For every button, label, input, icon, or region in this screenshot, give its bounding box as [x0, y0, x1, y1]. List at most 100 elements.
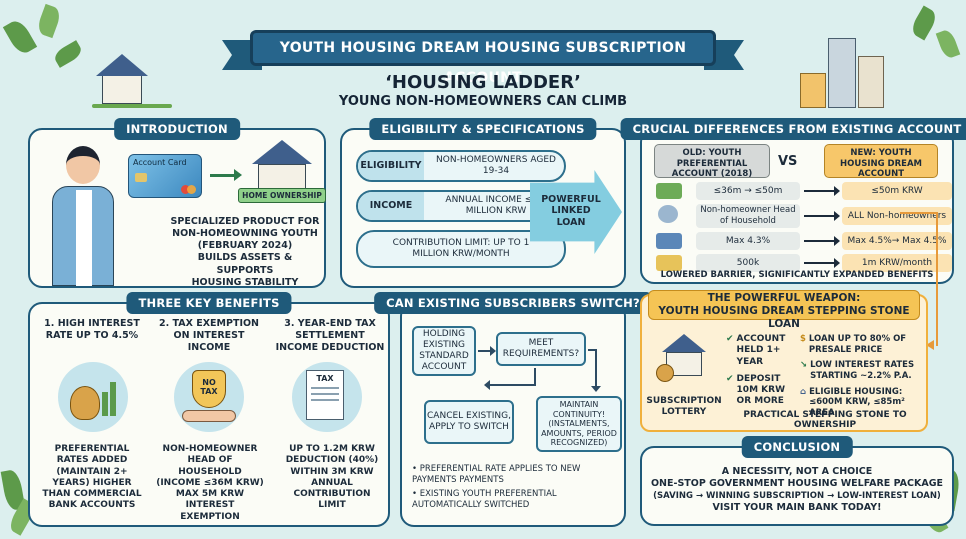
conclusion-line: A NECESSITY, NOT A CHOICE: [721, 466, 873, 477]
person-illustration: [38, 146, 128, 286]
account-card-label: Account Card: [133, 158, 187, 167]
diff-new-value: Max 4.5%→ Max 4.5%: [842, 232, 952, 250]
check-icon: ✔: [726, 373, 734, 384]
eligibility-card: ELIGIBILITY & SPECIFICATIONS ELIGIBILITY…: [340, 118, 626, 288]
diff-old-value: Max 4.3%: [696, 232, 800, 250]
arrow-right-icon: [804, 236, 840, 246]
income-label: INCOME: [358, 192, 424, 220]
maintain-continuity-box: MAINTAIN CONTINUITY! (INSTALMENTS, AMOUN…: [536, 396, 622, 452]
vs-label: VS: [778, 154, 798, 169]
conclusion-line: ONE-STOP GOVERNMENT HOUSING WELFARE PACK…: [650, 478, 943, 490]
chart-up-icon: [656, 233, 682, 249]
benefit-3-title: 3. YEAR-END TAX SETTLEMENT INCOME DEDUCT…: [275, 318, 385, 353]
contribution-limit: CONTRIBUTION LIMIT: UP TO 1 MILLION KRW/…: [356, 230, 566, 268]
flow-arrowhead: [591, 386, 601, 392]
diff-old-value: ≤36m → ≤50m: [696, 182, 800, 200]
switch-header: CAN EXISTING SUBSCRIBERS SWITCH?: [374, 292, 652, 314]
loan-header-line2: YOUTH HOUSING DREAM STEPPING STONE LOAN: [658, 305, 910, 331]
buildings-icon: [800, 28, 900, 108]
diff-row-contribution: 500k 1m KRW/month: [652, 254, 952, 274]
no-tax-shield: NO TAX: [192, 370, 226, 408]
arrow-head: [234, 169, 242, 181]
switch-card: CAN EXISTING SUBSCRIBERS SWITCH? HOLDING…: [374, 292, 652, 527]
diff-old-value: 500k: [696, 254, 800, 272]
diff-new-value: 1m KRW/month: [842, 254, 952, 272]
conclusion-line: (SAVING → WINNING SUBSCRIPTION → LOW-INT…: [653, 490, 941, 501]
dollar-icon: $: [800, 334, 806, 344]
arrow-right-icon: [804, 258, 840, 268]
cancel-apply-box: CANCEL EXISTING, APPLY TO SWITCH: [424, 400, 514, 444]
house-illustration: [92, 48, 172, 108]
tax-form-icon: TAX: [292, 362, 362, 432]
chart-down-icon: ↘: [800, 360, 808, 371]
diff-old-value: Non-homeowner Head of Household: [696, 204, 800, 228]
intro-description: SPECIALIZED PRODUCT FOR NON-HOMEOWNING Y…: [170, 216, 320, 288]
home-ownership-icon: HOME OWNERSHIP: [238, 140, 326, 206]
check-icon: ✔: [726, 334, 734, 344]
differences-footer: LOWERED BARRIER, SIGNIFICANTLY EXPANDED …: [660, 270, 934, 280]
loan-card: THE POWERFUL WEAPON: YOUTH HOUSING DREAM…: [640, 290, 928, 432]
benefit-2-title: 2. TAX EXEMPTION ON INTEREST INCOME: [158, 318, 259, 353]
flow-arrowhead: [490, 346, 496, 356]
benefit-1-desc: PREFERENTIAL RATES ADDED (MAINTAIN 2+ YE…: [42, 444, 142, 511]
eligibility-value: NON-HOMEOWNERS AGED 19-34: [436, 155, 556, 176]
home-ownership-label: HOME OWNERSHIP: [238, 188, 326, 204]
flow-arrow: [588, 349, 596, 351]
arrow-right-icon: [804, 186, 840, 196]
benefit-2-desc: NON-HOMEOWNER HEAD OF HOUSEHOLD (INCOME …: [156, 444, 264, 522]
money-bag-icon: [58, 362, 128, 432]
diff-row-income: ≤36m → ≤50m ≤50m KRW: [652, 182, 952, 202]
eligibility-label: ELIGIBILITY: [358, 152, 424, 180]
eligibility-row: ELIGIBILITY NON-HOMEOWNERS AGED 19-34: [356, 150, 566, 182]
tax-form-label: TAX: [316, 374, 334, 383]
loan-perk-text: LOW INTEREST RATES STARTING ~2.2% P.A.: [810, 360, 915, 381]
money-icon: [656, 183, 682, 199]
loan-perk-text: ELIGIBLE HOUSING: ≤600M KRW, ≤85m² AREA: [809, 386, 905, 418]
diff-new-value: ALL Non-homeowners: [842, 207, 952, 225]
diff-row-rate: Max 4.3% Max 4.5%→ Max 4.5%: [652, 232, 952, 252]
new-account-title: NEW: YOUTH HOUSING DREAM ACCOUNT: [824, 144, 938, 179]
house-lottery-icon: [656, 334, 716, 388]
loan-condition-text: ACCOUNT HELD 1+ YEAR: [736, 334, 786, 367]
tax-form: TAX: [306, 370, 344, 420]
eligibility-header: ELIGIBILITY & SPECIFICATIONS: [369, 118, 597, 140]
account-card-icon: Account Card: [128, 154, 202, 198]
loan-header-line1: THE POWERFUL WEAPON:: [707, 292, 861, 304]
benefit-3-desc: UP TO 1.2M KRW DEDUCTION (40%) WITHIN 3M…: [285, 444, 379, 511]
main-subtitle: YOUNG NON-HOMEOWNERS CAN CLIMB: [338, 94, 628, 109]
old-account-title: OLD: YOUTH PREFERENTIAL ACCOUNT (2018): [654, 144, 770, 179]
tax-exemption-icon: NO TAX: [174, 362, 244, 432]
introduction-card: INTRODUCTION Account Card HOME OWNERSHIP…: [28, 118, 326, 288]
conclusion-card: CONCLUSION A NECESSITY, NOT A CHOICE ONE…: [640, 436, 954, 526]
banner-title: YOUTH HOUSING DREAM HOUSING SUBSCRIPTION…: [250, 30, 716, 86]
diff-row-eligibility: Non-homeowner Head of Household ALL Non-…: [652, 204, 952, 228]
differences-header: CRUCIAL DIFFERENCES FROM EXISTING ACCOUN…: [620, 118, 966, 140]
differences-card: CRUCIAL DIFFERENCES FROM EXISTING ACCOUN…: [620, 118, 966, 284]
conclusion-line: VISIT YOUR MAIN BANK TODAY!: [712, 501, 882, 513]
diff-new-value: ≤50m KRW: [842, 182, 952, 200]
main-title: ‘HOUSING LADDER’: [385, 72, 581, 93]
loan-header: THE POWERFUL WEAPON: YOUTH HOUSING DREAM…: [648, 290, 920, 330]
flow-arrow: [478, 350, 492, 352]
people-icon: [658, 205, 678, 223]
connector-arrowhead: [926, 340, 934, 350]
benefit-1-title: 1. HIGH INTEREST RATE UP TO 4.5%: [44, 318, 140, 341]
loan-footer: PRACTICAL STEPPING STONE TO OWNERSHIP: [743, 410, 907, 430]
cash-icon: [656, 255, 682, 271]
flow-arrow: [490, 384, 536, 386]
loan-perks: $LOAN UP TO 80% OF PRESALE PRICE ↘LOW IN…: [800, 334, 924, 418]
loan-condition-text: DEPOSIT 10M KRW OR MORE: [736, 373, 785, 407]
flow-arrow: [534, 368, 536, 384]
home-icon: ⌂: [800, 386, 807, 397]
connector-line: [900, 212, 938, 214]
linked-loan-text: POWERFUL LINKED LOAN: [541, 194, 601, 228]
arrow-right-icon: [210, 174, 236, 177]
switch-note: EXISTING YOUTH PREFERENTIAL AUTOMATICALL…: [412, 489, 557, 510]
switch-note: PREFERENTIAL RATE APPLIES TO NEW PAYMENT…: [412, 464, 581, 485]
benefits-header: THREE KEY BENEFITS: [126, 292, 292, 314]
income-value: ANNUAL INCOME ≤ 50 MILLION KRW: [445, 195, 547, 216]
connector-line: [936, 212, 938, 346]
arrow-right-icon: [804, 211, 840, 221]
benefits-card: THREE KEY BENEFITS 1. HIGH INTEREST RATE…: [28, 292, 390, 527]
loan-perk-text: LOAN UP TO 80% OF PRESALE PRICE: [808, 334, 907, 355]
